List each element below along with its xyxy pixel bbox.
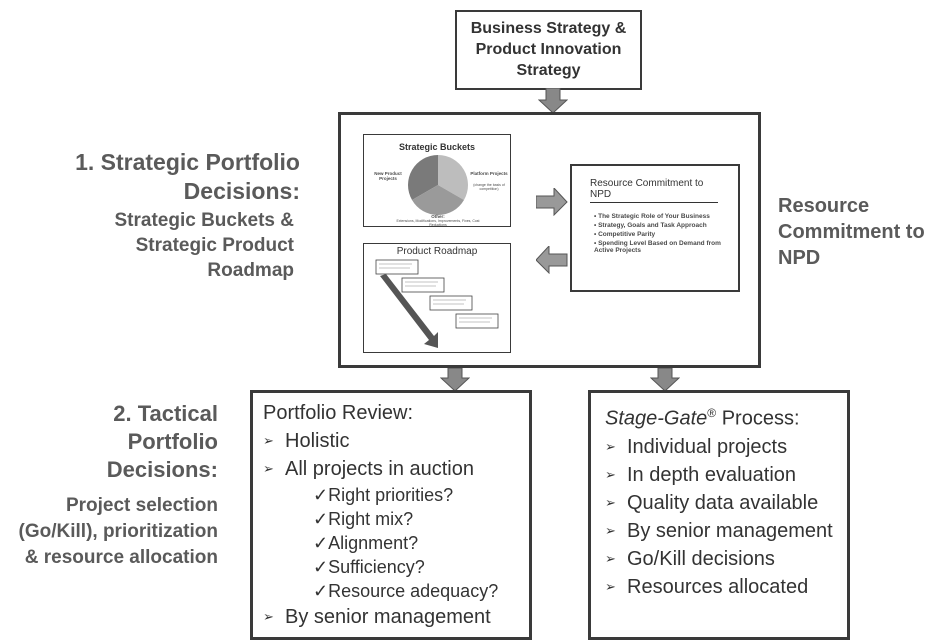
list-item: ✓Right priorities?	[313, 485, 454, 505]
product-roadmap-card: Product Roadmap	[363, 243, 511, 353]
pie-slice-platform	[438, 155, 468, 200]
portfolio-review-title: Portfolio Review:	[263, 402, 414, 424]
left-arrow-icon	[536, 246, 568, 274]
arrowhead-bullet-icon: ➢	[605, 578, 616, 594]
portfolio-review-list: ➢Holistic ➢All projects in auction ✓Righ…	[263, 427, 529, 631]
strategic-decisions-heading: 1. Strategic Portfolio Decisions:	[75, 149, 300, 204]
arrowhead-bullet-icon: ➢	[605, 466, 616, 482]
list-item: ✓Alignment?	[313, 533, 419, 553]
stage-gate-title: Stage-Gate® Process:	[605, 406, 800, 430]
tactical-decisions-heading: 2. Tactical Portfolio Decisions:	[106, 401, 218, 482]
checkmark-icon: ✓	[313, 557, 329, 577]
list-item: • Strategy, Goals and Task Approach	[594, 222, 707, 229]
list-item: ➢Holistic	[263, 427, 529, 455]
resource-commitment-card: Resource Commitment to NPD • The Strateg…	[570, 164, 740, 292]
bucket-label-other-note: Extensions, Modifications, Improvements,…	[396, 219, 480, 227]
portfolio-review-box: Portfolio Review: ➢Holistic ➢All project…	[250, 390, 532, 640]
arrowhead-bullet-icon: ➢	[605, 438, 616, 454]
arrowhead-bullet-icon: ➢	[263, 609, 274, 624]
product-roadmap-title: Product Roadmap	[396, 246, 478, 257]
list-item: ➢By senior management	[263, 603, 529, 631]
tactical-decisions-sub: Project selection (Go/Kill), prioritizat…	[18, 495, 218, 568]
strategic-buckets-card: Strategic Buckets New Product Projects P…	[363, 134, 511, 227]
right-arrow-icon	[536, 188, 568, 216]
arrowhead-bullet-icon: ➢	[263, 461, 274, 476]
down-arrow-right-icon	[650, 368, 680, 392]
business-strategy-title: Business Strategy & Product Innovation S…	[470, 20, 627, 79]
list-item: ➢By senior management	[605, 517, 847, 545]
bucket-label-other: Other:	[431, 214, 445, 219]
list-item: ✓Resource adequacy?	[313, 581, 499, 601]
down-arrow-top-icon	[538, 88, 568, 114]
list-item: ➢Resources allocated	[605, 573, 847, 601]
list-item: ➢In depth evaluation	[605, 461, 847, 489]
strategic-decisions-sub: Strategic Buckets & Strategic Product Ro…	[114, 210, 294, 281]
stage-gate-box: Stage-Gate® Process: ➢Individual project…	[588, 390, 850, 640]
list-item: ➢Quality data available	[605, 489, 847, 517]
checkmark-icon: ✓	[313, 533, 329, 553]
arrowhead-bullet-icon: ➢	[605, 494, 616, 510]
checkmark-icon: ✓	[313, 485, 329, 505]
bucket-label-platform: Platform Projects	[470, 171, 508, 176]
list-item: • Spending Level Based on Demand from Ac…	[594, 240, 721, 254]
pie-slice-other	[412, 185, 464, 215]
arrowhead-bullet-icon: ➢	[263, 433, 274, 448]
list-item: ➢Individual projects	[605, 433, 847, 461]
arrowhead-bullet-icon: ➢	[605, 550, 616, 566]
strategic-buckets-title: Strategic Buckets	[398, 142, 476, 152]
list-item: • Competitive Parity	[594, 231, 656, 238]
bucket-label-new: New Product Projects	[374, 171, 402, 181]
checkmark-icon: ✓	[313, 509, 329, 529]
resource-card-list: • The Strategic Role of Your Business • …	[594, 213, 734, 254]
list-item: ✓Right mix?	[313, 509, 414, 529]
stage-gate-list: ➢Individual projects ➢In depth evaluatio…	[605, 433, 847, 601]
business-strategy-box: Business Strategy & Product Innovation S…	[455, 10, 642, 90]
list-item: ➢All projects in auction	[263, 455, 529, 483]
arrowhead-bullet-icon: ➢	[605, 522, 616, 538]
pie-slice-new-product	[408, 155, 438, 200]
buckets-pie-chart	[408, 155, 468, 215]
bucket-label-platform-note: (change the basis of competition)	[473, 183, 505, 191]
list-item: ➢Go/Kill decisions	[605, 545, 847, 573]
checkmark-icon: ✓	[313, 581, 329, 601]
list-item: • The Strategic Role of Your Business	[594, 213, 710, 220]
resource-commitment-label: Resource Commitment to NPD	[778, 195, 925, 269]
roadmap-graphic	[375, 259, 499, 348]
resource-card-title: Resource Commitment to NPD	[590, 178, 718, 203]
down-arrow-left-icon	[440, 368, 470, 392]
list-item: ✓Sufficiency?	[313, 557, 425, 577]
